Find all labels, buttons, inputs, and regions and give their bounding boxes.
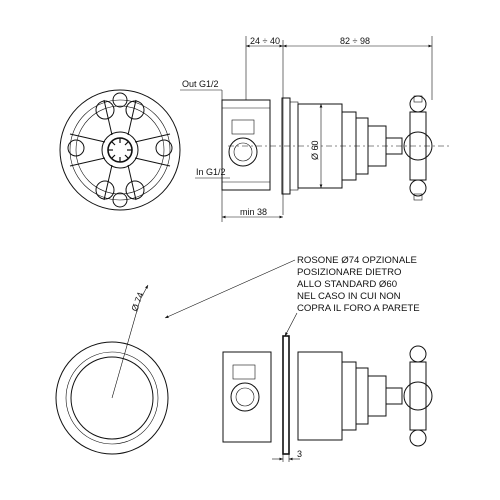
handle-knobs [67,92,173,208]
dim-24-40: 24 ÷ 40 [250,36,280,46]
front-view-handle [59,89,181,211]
dim-82-98: 82 ÷ 98 [340,36,370,46]
note-line-1: ROSONE Ø74 OPZIONALE [297,255,417,266]
dim-out-g12: Out G1/2 [182,79,219,89]
rosette-front-view: Ø 74 [55,284,169,455]
dimension-lines-top [180,36,433,222]
dim-in-g12: In G1/2 [196,167,226,177]
rosette-note: ROSONE Ø74 OPZIONALE POSIZIONARE DIETRO … [164,255,420,337]
dim-3: 3 [297,449,302,459]
note-line-5: COPRA IL FORO A PARETE [297,303,420,314]
dim-phi74: Ø 74 [129,291,145,313]
note-line-4: NEL CASO IN CUI NON [297,291,401,302]
dim-min38: min 38 [240,207,267,217]
dim-phi60: Ø 60 [310,140,320,160]
note-line-2: POSIZIONARE DIETRO [297,267,401,278]
side-view-with-rosette: 3 [222,335,433,462]
side-view-valve [221,40,450,215]
note-line-3: ALLO STANDARD Ø60 [297,279,397,290]
